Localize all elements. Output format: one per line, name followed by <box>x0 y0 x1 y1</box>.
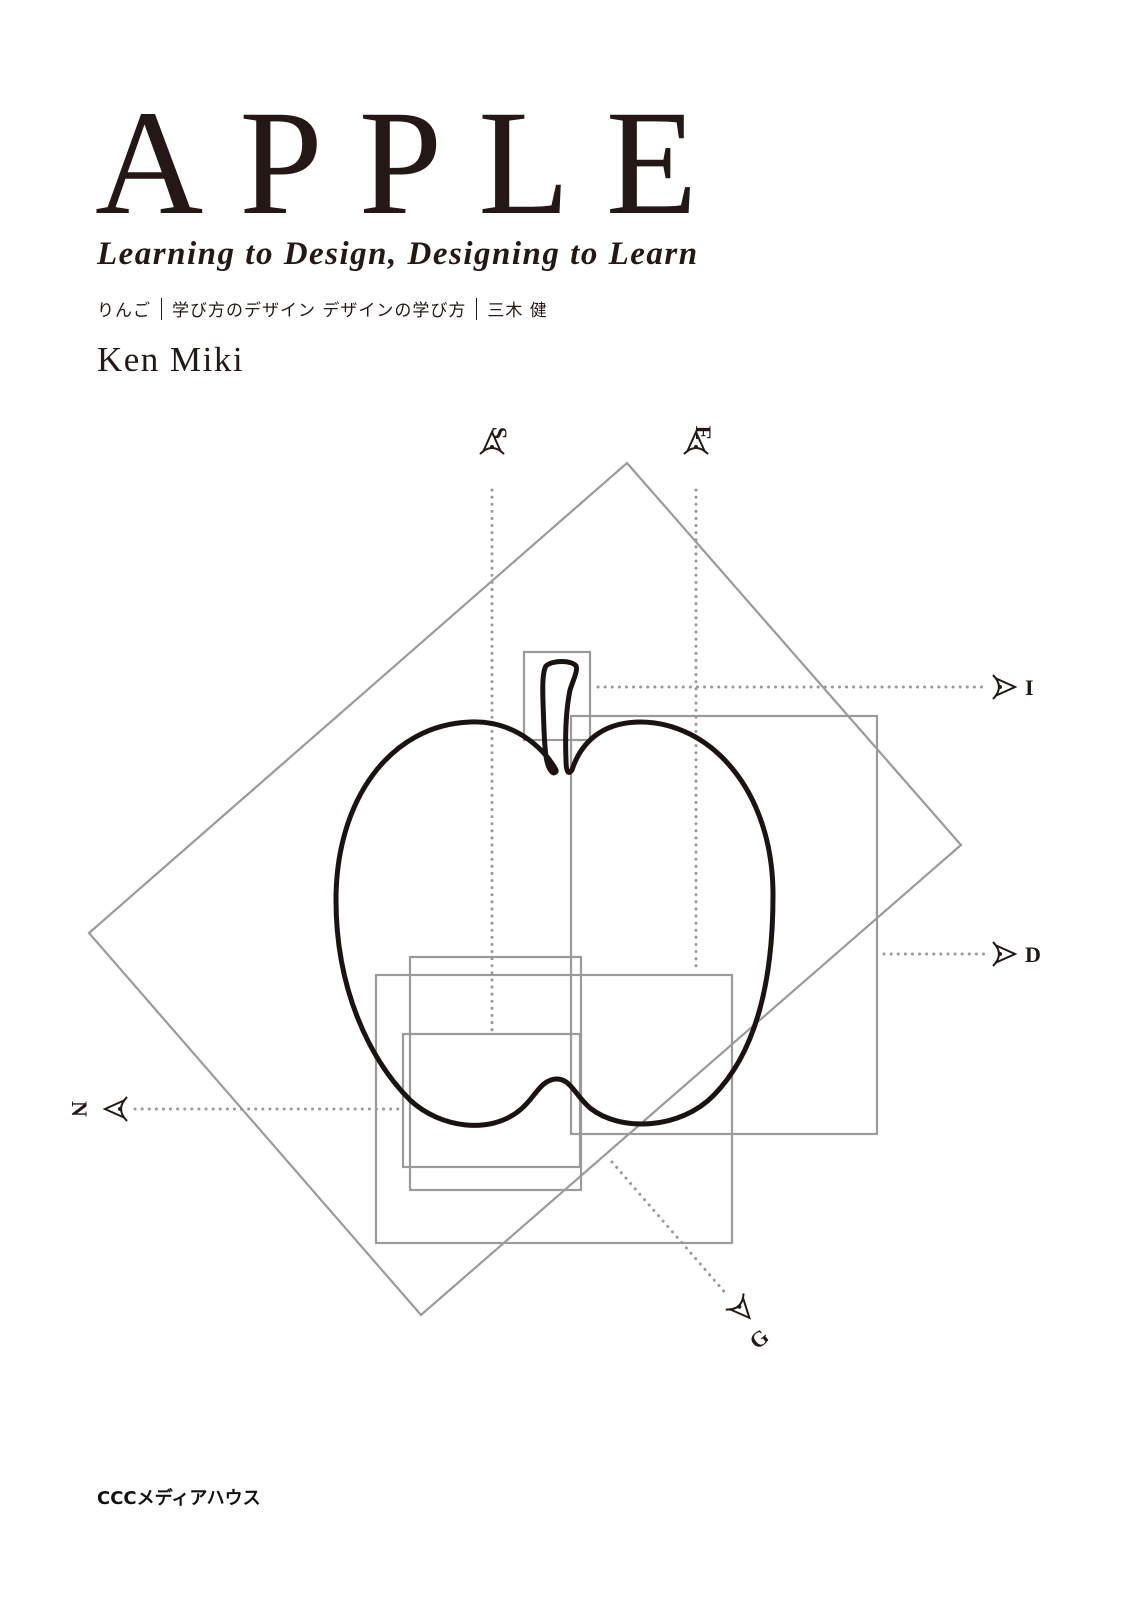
jp-title-apple: りんご <box>97 301 151 321</box>
viewpoint-d: D <box>992 941 1041 967</box>
label-d: D <box>1025 942 1041 967</box>
divider <box>476 297 478 320</box>
publisher-name: CCCメディアハウス <box>97 1488 261 1509</box>
eye-icon <box>104 1096 128 1122</box>
label-e: E <box>691 426 716 441</box>
guide-rectangles <box>374 650 879 1245</box>
eye-icon <box>992 674 1016 700</box>
viewpoint-n: N <box>67 1096 128 1122</box>
book-subtitle: Learning to Design, Designing to Learn <box>97 236 699 272</box>
label-g: G <box>744 1324 773 1354</box>
eye-icon <box>992 941 1016 967</box>
author-name: Ken Miki <box>97 340 245 379</box>
eye-icon <box>724 1292 760 1327</box>
apple-outline <box>333 659 776 1128</box>
japanese-subtitle: りんご 学び方のデザイン デザインの学び方 三木 健 <box>97 296 548 321</box>
jp-subtitle: 学び方のデザイン デザインの学び方 <box>172 301 467 321</box>
book-title: APPLE <box>95 80 734 246</box>
divider <box>161 297 162 320</box>
label-i: I <box>1025 675 1034 700</box>
jp-author: 三木 健 <box>487 301 548 321</box>
viewpoint-i: I <box>992 674 1034 700</box>
label-n: N <box>67 1101 92 1117</box>
viewpoint-e: E <box>683 426 716 455</box>
label-s: S <box>487 427 512 439</box>
dotted-guides <box>133 488 987 1298</box>
viewpoint-s: S <box>479 427 512 455</box>
viewpoint-g: G <box>724 1292 774 1354</box>
rotated-square <box>87 461 963 1317</box>
